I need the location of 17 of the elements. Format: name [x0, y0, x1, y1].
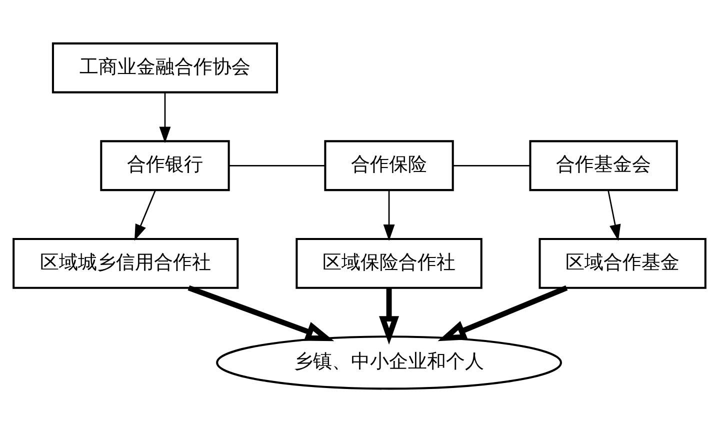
arrow — [438, 284, 568, 341]
connector — [228, 164, 325, 166]
arrow — [159, 92, 171, 143]
arrow — [134, 190, 156, 240]
arrow — [608, 190, 621, 240]
arrow — [379, 288, 400, 344]
node-box: 合作基金会 — [529, 140, 678, 191]
arrow — [188, 284, 334, 341]
node-box: 区域城乡信用合作社 — [12, 237, 239, 288]
node-box: 工商业金融合作协会 — [52, 42, 278, 93]
arrow — [383, 190, 395, 240]
node-ellipse: 乡镇、中小企业和个人 — [216, 335, 562, 390]
node-box: 合作保险 — [324, 140, 454, 191]
connector — [453, 164, 530, 166]
node-box: 区域保险合作社 — [296, 237, 482, 288]
node-box: 区域合作基金 — [538, 237, 706, 288]
node-box: 合作银行 — [100, 140, 230, 191]
